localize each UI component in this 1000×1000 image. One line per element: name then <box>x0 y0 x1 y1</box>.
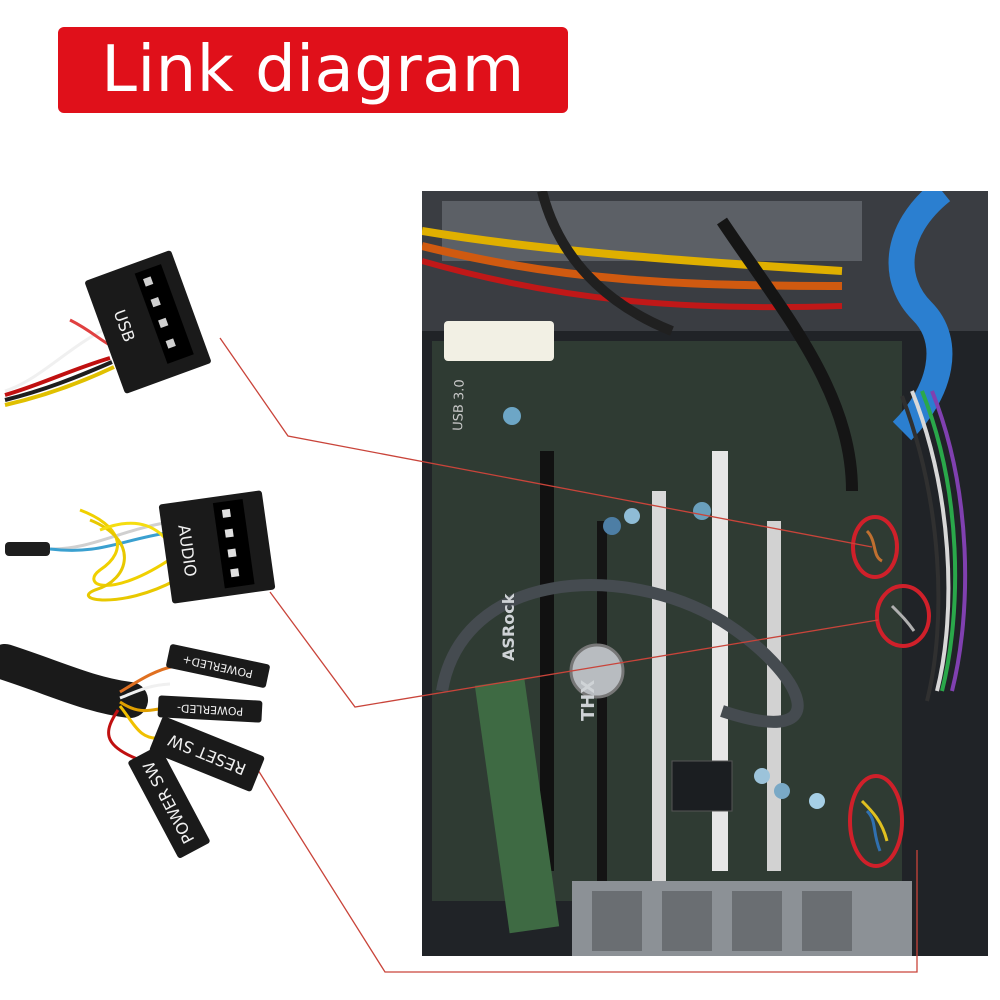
usb-connector-label: USB <box>109 307 139 345</box>
highlight-panel-header <box>848 774 904 868</box>
power-led-minus-label: POWERLED- <box>176 700 244 718</box>
highlight-audio-header <box>875 584 931 648</box>
page-title: Link diagram <box>101 33 525 107</box>
motherboard-photo: USB 3.0 THX ASRock <box>422 191 988 956</box>
usb-cable <box>4 318 115 407</box>
highlight-usb-header <box>851 515 899 579</box>
leader-line-audio <box>269 591 879 708</box>
board-marking-usb30: USB 3.0 <box>451 379 468 431</box>
motherboard-illustration: USB 3.0 THX ASRock <box>422 191 988 956</box>
leader-line-usb <box>219 337 873 548</box>
audio-connector-label: AUDIO <box>174 523 201 578</box>
board-marking-asrock: ASRock <box>499 593 518 661</box>
leader-line-panel <box>257 769 918 973</box>
title-banner: Link diagram <box>58 27 568 113</box>
audio-connector: AUDIO <box>158 490 276 604</box>
board-marking-thx: THX <box>578 680 599 721</box>
